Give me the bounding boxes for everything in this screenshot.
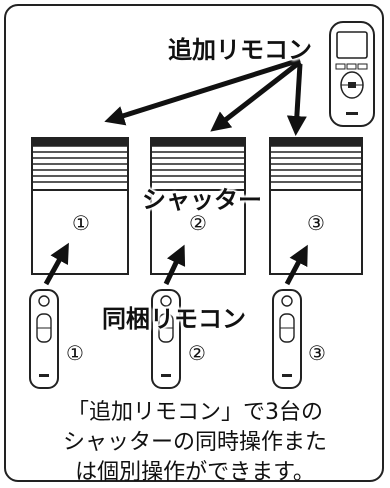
add-remote-device [329,21,375,127]
bundled-remote-arrows [43,242,308,286]
caption-line-2: シャッターの同時操作また [62,430,327,455]
bundled-remote-1 [29,289,59,389]
caption-line-3: は個別操作ができます。 [75,460,315,485]
shutter-2 [150,137,246,275]
shutter-3 [269,137,363,275]
add-remote-label: 追加リモコン [168,36,312,64]
bundled-remote-3 [272,289,302,389]
shutter-number-3: ③ [307,211,325,235]
shutter-number-2: ② [189,211,207,235]
shutter-label: シャッター [142,186,262,214]
bundled-remote-2 [151,289,181,389]
bundled-remote-label: 同梱リモコン [102,305,246,333]
remote-number-1: ① [66,341,84,365]
remote-number-3: ③ [308,341,326,365]
shutter-1 [31,137,129,275]
add-remote-arrows [104,57,307,136]
caption-line-1: 「追加リモコン」で3台の [67,400,323,425]
shutter-number-1: ① [72,211,90,235]
caption: 「追加リモコン」で3台の シャッターの同時操作また は個別操作ができます。 [14,398,376,488]
diagram-frame [4,4,384,482]
remote-number-2: ② [188,341,206,365]
